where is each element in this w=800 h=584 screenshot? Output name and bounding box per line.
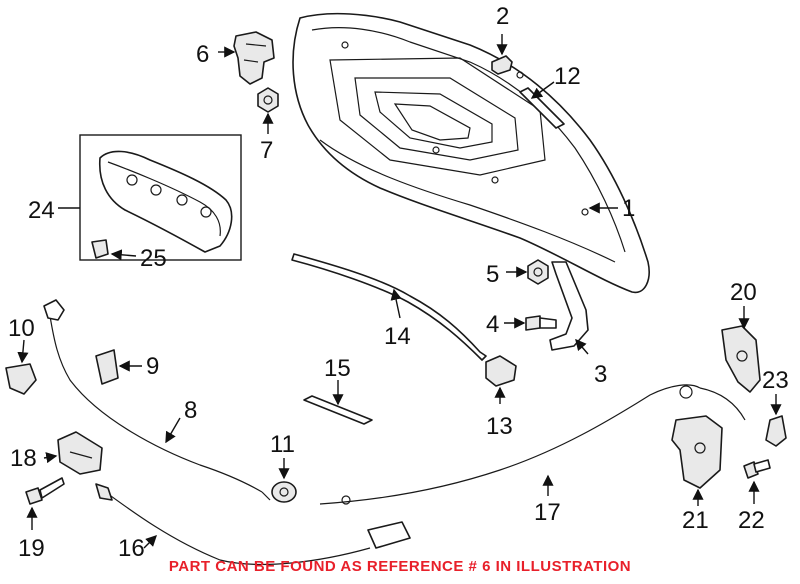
callout-21: 21 bbox=[682, 507, 709, 534]
hinge-nut bbox=[527, 259, 549, 285]
hood-hinge bbox=[549, 261, 589, 351]
callout-2: 2 bbox=[496, 3, 509, 30]
prop-rod-support bbox=[57, 431, 103, 475]
callout-13: 13 bbox=[486, 413, 513, 440]
release-handle-cable bbox=[95, 483, 411, 566]
bumper-stop bbox=[485, 355, 517, 387]
callout-25: 25 bbox=[140, 245, 167, 272]
callout-1: 1 bbox=[622, 195, 635, 222]
reference-footnote: PART CAN BE FOUND AS REFERENCE # 6 IN IL… bbox=[168, 558, 632, 575]
callout-3: 3 bbox=[594, 361, 607, 388]
hood-panel bbox=[292, 12, 650, 294]
callout-11: 11 bbox=[270, 431, 295, 458]
callout-14: 14 bbox=[384, 323, 411, 350]
hood-nut bbox=[257, 87, 279, 113]
callout-22: 22 bbox=[738, 507, 765, 534]
release-cable bbox=[319, 384, 746, 505]
callout-15: 15 bbox=[324, 355, 351, 382]
callout-labels: 1 2 3 4 5 6 7 8 9 10 11 12 13 14 15 16 1… bbox=[8, 3, 789, 562]
rod-grommet bbox=[271, 481, 297, 503]
insulator-clip bbox=[91, 239, 109, 259]
callout-6: 6 bbox=[196, 41, 209, 68]
callout-24: 24 bbox=[28, 197, 55, 224]
callout-16: 16 bbox=[118, 535, 145, 562]
callout-17: 17 bbox=[534, 499, 561, 526]
front-seal-strip bbox=[303, 395, 373, 425]
callout-7: 7 bbox=[260, 137, 273, 164]
cable-clip bbox=[765, 415, 787, 447]
leader-lines bbox=[17, 34, 782, 549]
hood-latch bbox=[671, 415, 723, 489]
insulator-detail-box bbox=[79, 134, 242, 261]
callout-5: 5 bbox=[486, 261, 499, 288]
hood-prop-rod bbox=[43, 299, 271, 501]
callout-12: 12 bbox=[554, 63, 581, 90]
callout-19: 19 bbox=[18, 535, 45, 562]
callout-8: 8 bbox=[184, 397, 197, 424]
hood-bumper bbox=[491, 55, 513, 75]
callout-10: 10 bbox=[8, 315, 35, 342]
callout-9: 9 bbox=[146, 353, 159, 380]
callout-18: 18 bbox=[10, 445, 37, 472]
rod-clip bbox=[95, 349, 119, 385]
hinge-bracket bbox=[233, 31, 275, 85]
support-bolt bbox=[25, 477, 65, 505]
callout-4: 4 bbox=[486, 311, 499, 338]
hood-insulator bbox=[98, 150, 233, 253]
callout-20: 20 bbox=[730, 279, 757, 306]
rod-holder bbox=[5, 363, 37, 395]
latch-bolt bbox=[743, 459, 771, 479]
hood-weatherstrip bbox=[291, 253, 487, 361]
callout-23: 23 bbox=[762, 367, 789, 394]
latch-bracket bbox=[721, 325, 761, 393]
hinge-bolt bbox=[525, 315, 557, 331]
